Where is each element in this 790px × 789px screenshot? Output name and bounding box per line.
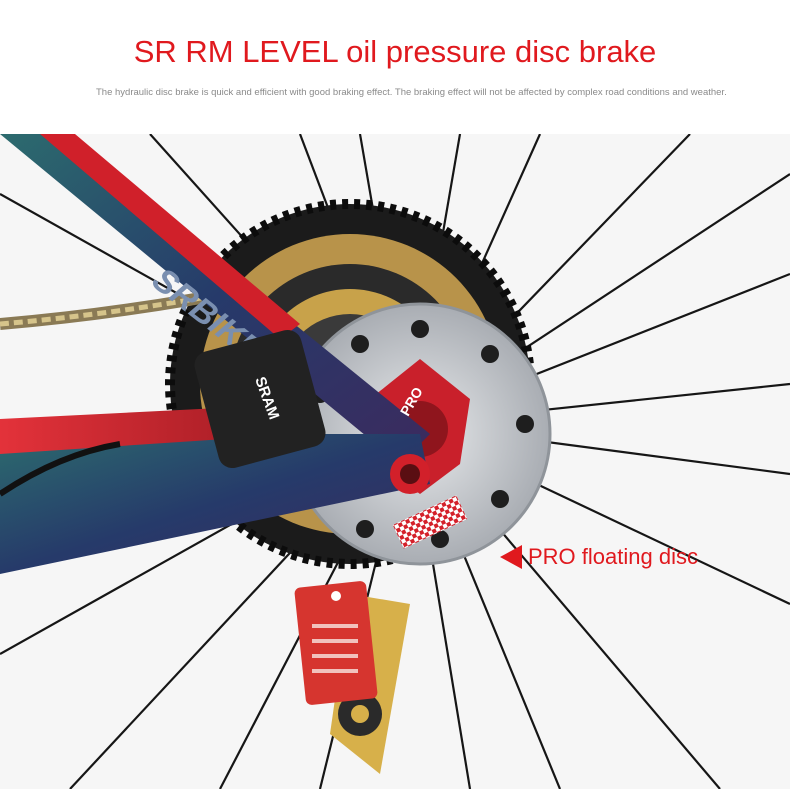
floating-disc-callout: PRO floating disc (500, 544, 698, 570)
brake-caliper: SRAM (0, 329, 326, 497)
brake-hose (0, 441, 121, 497)
product-tag (294, 581, 378, 705)
arrow-left-icon (500, 545, 522, 569)
product-photo: SRBIKE SRAM PRO (0, 134, 790, 789)
floating-disc-label: PRO floating disc (528, 544, 698, 569)
page-subtitle: The hydraulic disc brake is quick and ef… (96, 87, 727, 98)
bike-rear-wheel-illustration: SRBIKE SRAM PRO (0, 134, 790, 789)
page-title: SR RM LEVEL oil pressure disc brake (133, 34, 657, 69)
